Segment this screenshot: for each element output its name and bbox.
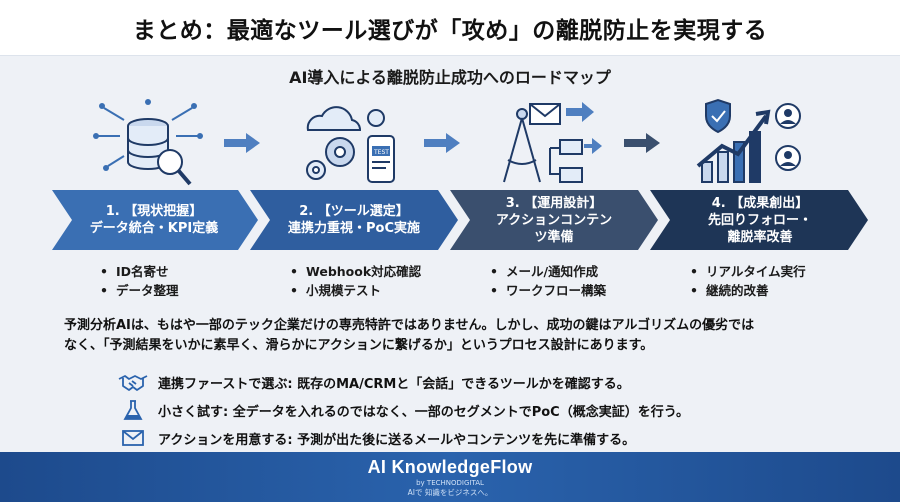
roadmap-subtitle: AI導入による離脱防止成功へのロードマップ (289, 68, 611, 87)
chevron-step-4 (650, 190, 868, 250)
point-text: 連携ファーストで選ぶ: 既存のMA/CRMと「会話」できるツールかを確認する。 (158, 376, 630, 392)
envelope-icon (122, 430, 144, 446)
list-item: ID名寄せ (100, 262, 179, 281)
title-bar: まとめ：最適なツール選びが「攻め」の離脱防止を実現する (0, 0, 900, 56)
step-1-label: 1. 【現状把握】 データ統合・KPI定義 (66, 190, 242, 250)
step-2-subtitle: 連携力重視・PoC実施 (288, 221, 420, 236)
brand-logo-text: AI KnowledgeFlow (367, 456, 533, 477)
step-2-bullets: Webhook対応確認 小規模テスト (290, 262, 421, 300)
list-item: 継続的改善 (690, 281, 806, 300)
list-item: 小規模テスト (290, 281, 421, 300)
list-item: Webhook対応確認 (290, 262, 421, 281)
step-3-bullets: メール/通知作成 ワークフロー構築 (490, 262, 606, 300)
step-4-bullets: リアルタイム実行 継続的改善 (690, 262, 806, 300)
summary-line-2: なく、「予測結果をいかに素早く、滑らかにアクションに繋げるか」というプロセス設計… (64, 338, 654, 353)
cloud-gears-icon: TEST (306, 106, 395, 183)
step-3-subtitle-cont: ツ準備 (534, 229, 574, 245)
step-4-subtitle: 先回りフォロー・ (707, 212, 812, 228)
page-title: まとめ：最適なツール選びが「攻め」の離脱防止を実現する (132, 17, 768, 44)
brand-byline: by TECHNODIGITAL (416, 478, 484, 487)
point-text: 小さく試す: 全データを入れるのではなく、一部のセグメントでPoC（概念実証）を… (158, 404, 689, 420)
flow-arrow-icon (624, 133, 660, 153)
point-item: 小さく試す: 全データを入れるのではなく、一部のセグメントでPoC（概念実証）を… (118, 398, 689, 422)
flow-arrow-icon (424, 133, 460, 153)
chevron-step-3 (450, 190, 658, 250)
list-item: リアルタイム実行 (690, 262, 806, 281)
compass-workflow-icon (503, 102, 602, 183)
step-1-subtitle: データ統合・KPI定義 (89, 221, 219, 236)
svg-text:TEST: TEST (373, 149, 389, 156)
point-item: 連携ファーストで選ぶ: 既存のMA/CRMと「会話」できるツールかを確認する。 (118, 370, 630, 394)
step-4-title: 4. 【成果創出】 (711, 195, 809, 211)
list-item: メール/通知作成 (490, 262, 606, 281)
step-1-bullets: ID名寄せ データ整理 (100, 262, 179, 300)
step-3-label: 3. 【運用設計】 アクションコンテン ツ準備 (466, 190, 642, 250)
point-item: アクションを用意する: 予測が出た後に送るメールやコンテンツを先に準備する。 (118, 426, 635, 450)
summary-paragraph: 予測分析AIは、もはや一部のテック企業だけの専売特許ではありません。しかし、成功… (64, 316, 854, 356)
point-text: アクションを用意する: 予測が出た後に送るメールやコンテンツを先に準備する。 (158, 432, 636, 448)
handshake-icon (118, 375, 148, 391)
list-item: データ整理 (100, 281, 179, 300)
chevron-step-2 (250, 190, 458, 250)
growth-chart-icon (696, 98, 801, 183)
chevron-step-1 (52, 190, 258, 250)
step-2-label: 2. 【ツール選定】 連携力重視・PoC実施 (266, 190, 442, 250)
flow-arrow-icon (224, 133, 260, 153)
step-3-title: 3. 【運用設計】 (505, 195, 603, 211)
roadmap-chevrons (52, 190, 868, 250)
database-search-icon (93, 99, 203, 186)
step-3-subtitle: アクションコンテン (495, 212, 613, 228)
step-1-title: 1. 【現状把握】 (105, 204, 203, 219)
footer-banner: AI KnowledgeFlow by TECHNODIGITAL AIで 知識… (0, 452, 900, 502)
flask-icon (123, 400, 143, 420)
step-2-title: 2. 【ツール選定】 (299, 204, 409, 219)
step-4-subtitle-cont: 離脱率改善 (727, 229, 793, 245)
step-4-label: 4. 【成果創出】 先回りフォロー・ 離脱率改善 (672, 190, 848, 250)
summary-line-1: 予測分析AIは、もはや一部のテック企業だけの専売特許ではありません。しかし、成功… (64, 318, 755, 333)
brand-tagline: AIで 知識をビジネスへ。 (407, 487, 493, 497)
list-item: ワークフロー構築 (490, 281, 606, 300)
